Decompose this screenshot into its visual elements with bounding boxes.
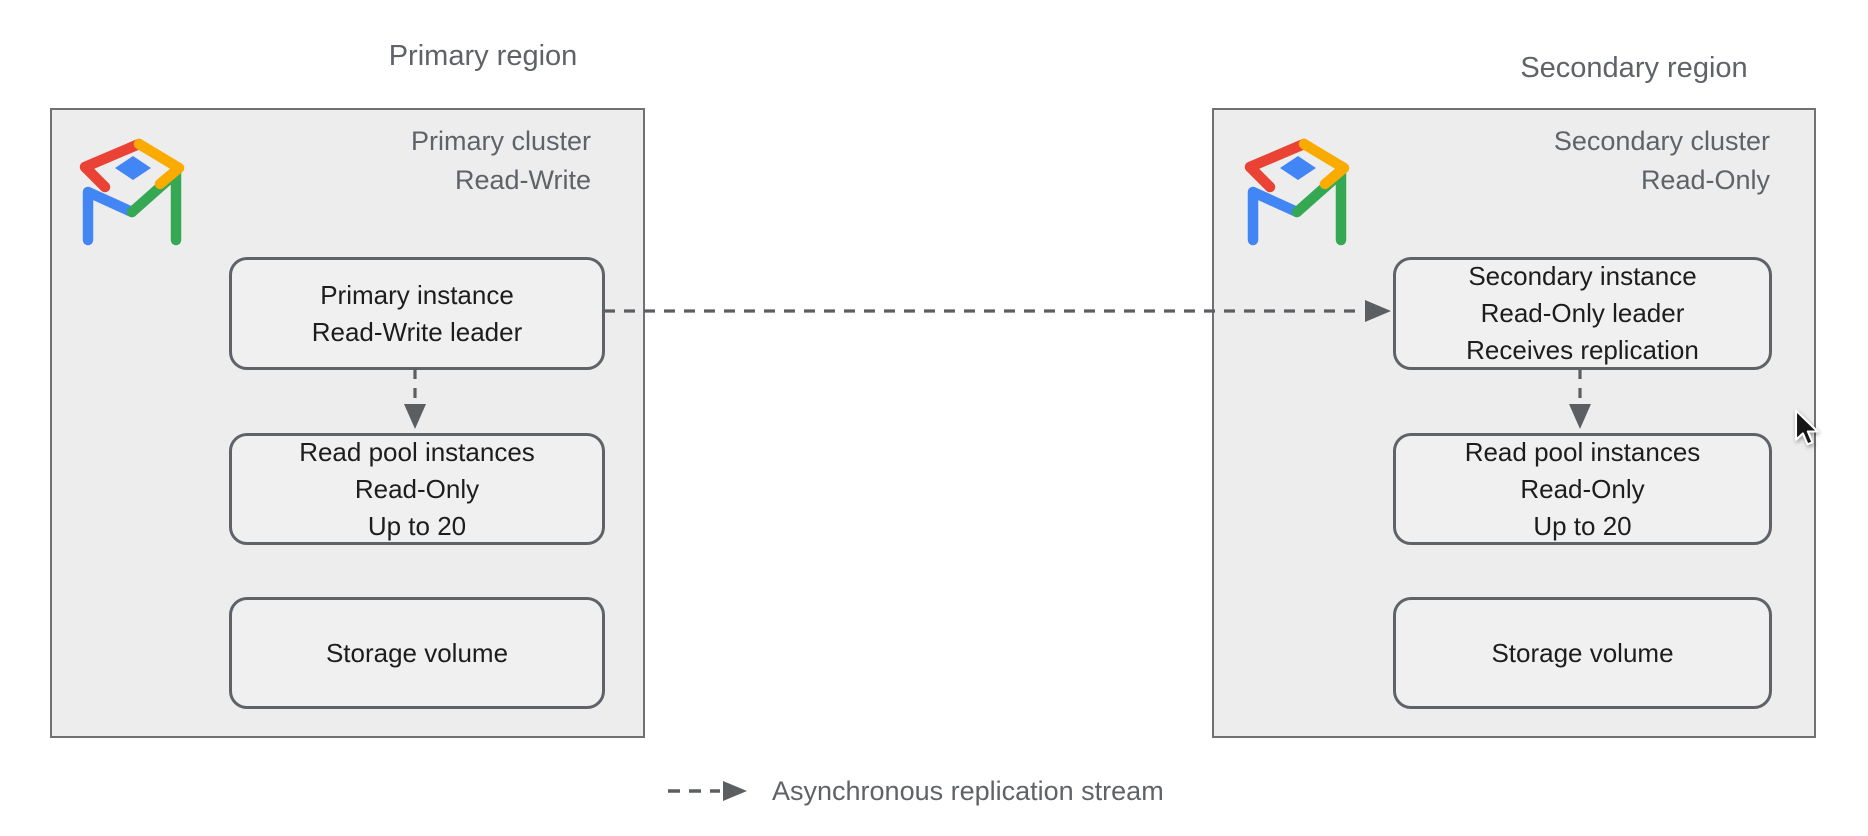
primary-read-pool-box: Read pool instances Read-Only Up to 20	[229, 433, 605, 545]
primary-cluster-container: Primary cluster Read-Write Primary insta…	[50, 108, 645, 738]
logo-green-leg	[1291, 167, 1347, 246]
secondary-storage-box: Storage volume	[1393, 597, 1772, 709]
secondary-instance-box: Secondary instance Read-Only leader Rece…	[1393, 257, 1772, 370]
primary-read-pool-line3: Up to 20	[367, 510, 467, 541]
primary-region-label: Primary region	[388, 40, 578, 72]
primary-storage-box: Storage volume	[229, 597, 605, 709]
secondary-read-pool-line2: Read-Only	[1520, 473, 1645, 504]
primary-instance-line1: Primary instance	[320, 279, 514, 310]
secondary-instance-line2: Read-Only leader	[1480, 298, 1685, 328]
secondary-read-pool-box: Read pool instances Read-Only Up to 20	[1393, 433, 1772, 545]
logo-blue-leg	[82, 186, 138, 246]
primary-cluster-title-line2: Read-Write	[454, 165, 591, 195]
secondary-region-label: Secondary region	[1520, 52, 1748, 84]
mouse-pointer-icon	[1794, 409, 1819, 446]
logo-blue-leg	[1247, 186, 1303, 246]
logo-red-edge	[1244, 138, 1310, 193]
logo-red-edge	[79, 138, 145, 193]
primary-cluster-title-line1: Primary cluster	[410, 126, 591, 156]
secondary-instance-line3: Receives replication	[1466, 335, 1699, 365]
secondary-storage-label: Storage volume	[1491, 637, 1674, 668]
logo-yellow-edge	[1298, 138, 1350, 190]
logo-yellow-edge	[133, 138, 185, 190]
primary-instance-box: Primary instance Read-Write leader	[229, 257, 605, 370]
primary-cluster-title: Primary cluster Read-Write	[411, 122, 591, 200]
secondary-cluster-container: Secondary cluster Read-Only Secondary in…	[1212, 108, 1816, 738]
legend: Asynchronous replication stream	[666, 768, 1164, 814]
secondary-read-pool-line3: Up to 20	[1533, 510, 1632, 541]
primary-instance-line2: Read-Write leader	[311, 316, 523, 347]
secondary-instance-line1: Secondary instance	[1468, 261, 1697, 291]
secondary-cluster-title: Secondary cluster Read-Only	[1554, 122, 1770, 200]
logo-green-leg	[126, 167, 182, 246]
logo-center-diamond	[1280, 156, 1316, 180]
primary-storage-label: Storage volume	[325, 637, 509, 668]
secondary-cluster-title-line1: Secondary cluster	[1553, 126, 1770, 156]
secondary-read-pool-line1: Read pool instances	[1464, 436, 1701, 467]
primary-read-pool-line1: Read pool instances	[299, 436, 535, 467]
logo-center-diamond	[115, 156, 151, 180]
primary-read-pool-line2: Read-Only	[354, 473, 480, 504]
dashed-arrow-icon	[668, 781, 747, 801]
alloydb-logo-icon	[79, 138, 185, 246]
legend-label: Asynchronous replication stream	[772, 775, 1164, 806]
secondary-cluster-title-line2: Read-Only	[1640, 165, 1770, 195]
alloydb-logo-icon	[1244, 138, 1350, 246]
